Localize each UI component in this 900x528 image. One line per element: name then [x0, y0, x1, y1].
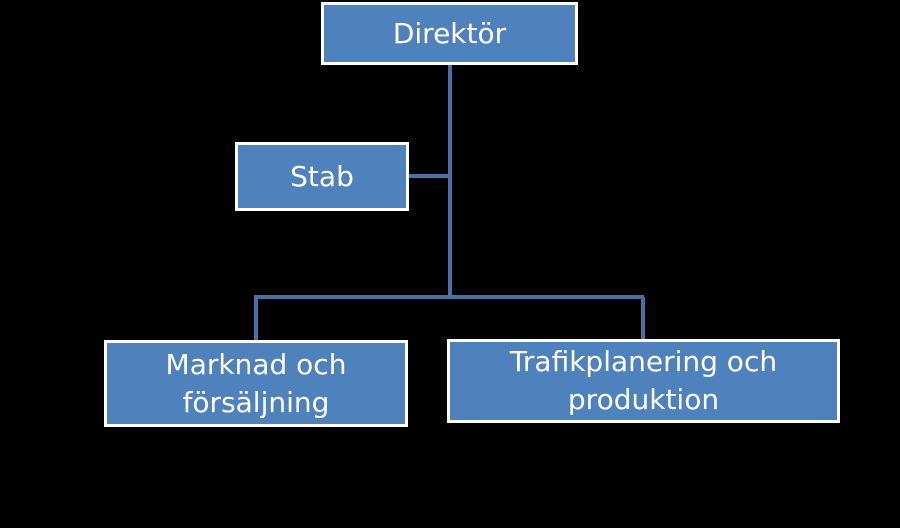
staff-label: Stab [290, 159, 354, 193]
director-node: Direktör [321, 2, 578, 65]
traffic-planning-node: Trafikplanering och produktion [447, 339, 840, 423]
marketing-sales-label: Marknad och försäljning [165, 347, 347, 419]
traffic-planning-label: Trafikplanering och produktion [509, 345, 778, 416]
marketing-sales-node: Marknad och försäljning [104, 340, 408, 427]
staff-node: Stab [235, 142, 409, 211]
director-label: Direktör [392, 16, 507, 50]
